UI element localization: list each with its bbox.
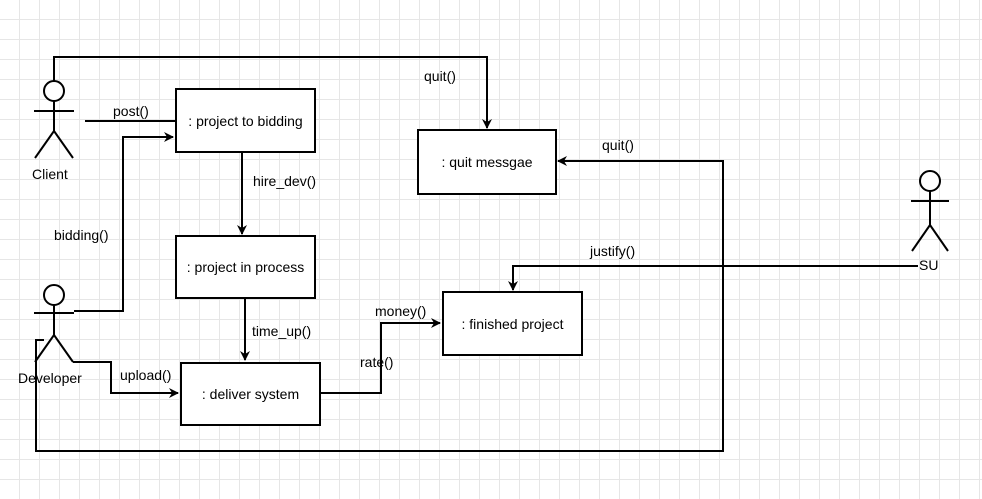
developer-actor[interactable]: [34, 284, 74, 363]
finished-project-node[interactable]: : finished project: [442, 291, 583, 356]
su-right-leg: [929, 224, 949, 252]
rate-label: rate(): [360, 354, 394, 370]
client-actor-label: Client: [32, 166, 68, 182]
rate-money-connector[interactable]: [320, 318, 441, 394]
client-quit-label: quit(): [424, 68, 456, 84]
developer-quit-label: quit(): [602, 137, 634, 153]
bidding-connector[interactable]: [74, 132, 174, 312]
upload-label: upload(): [120, 367, 172, 383]
post-label: post(): [113, 103, 149, 119]
hire-dev-label: hire_dev(): [253, 173, 317, 189]
developer-right-leg: [53, 334, 74, 363]
client-quit-connector[interactable]: [53, 56, 492, 129]
project-in-process-label: : project in process: [186, 259, 305, 275]
client-left-leg: [34, 130, 55, 159]
upload-connector[interactable]: [73, 361, 179, 398]
finished-project-label: : finished project: [461, 315, 564, 332]
su-head: [919, 170, 941, 192]
developer-head: [43, 284, 65, 306]
justify-label: justify(): [590, 243, 636, 259]
deliver-system-node[interactable]: : deliver system: [180, 362, 321, 426]
money-label: money(): [375, 303, 427, 319]
time-up-label: time_up(): [252, 323, 312, 339]
project-to-bidding-label: : project to bidding: [188, 112, 303, 129]
developer-quit-connector[interactable]: [35, 156, 724, 452]
client-head: [43, 80, 65, 102]
project-to-bidding-node[interactable]: : project to bidding: [175, 88, 316, 153]
justify-connector[interactable]: [508, 265, 918, 291]
developer-actor-label: Developer: [18, 370, 82, 386]
client-right-leg: [53, 130, 74, 159]
su-left-leg: [911, 224, 931, 252]
quit-message-node[interactable]: : quit messgae: [417, 129, 557, 195]
su-actor[interactable]: [911, 170, 949, 252]
client-actor[interactable]: [34, 80, 74, 159]
deliver-system-label: : deliver system: [201, 386, 300, 402]
developer-left-leg: [34, 334, 55, 363]
quit-message-label: : quit messgae: [441, 154, 533, 170]
project-in-process-node[interactable]: : project in process: [175, 235, 316, 299]
su-actor-label: SU: [919, 257, 939, 273]
bidding-label: bidding(): [54, 227, 109, 243]
